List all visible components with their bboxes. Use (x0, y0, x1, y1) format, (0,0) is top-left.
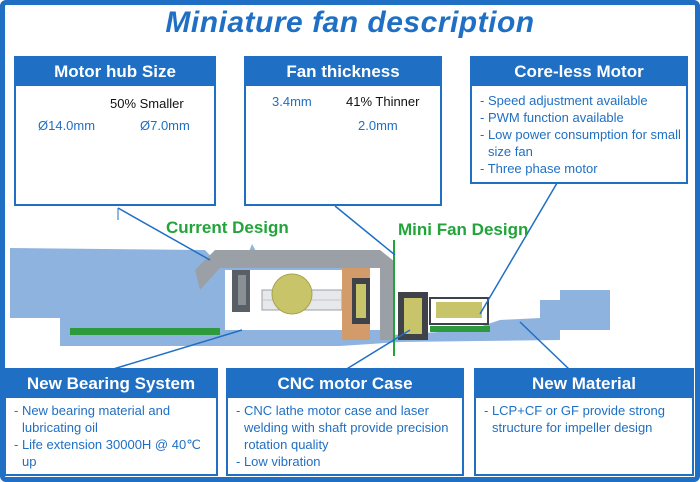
panel-header: Fan thickness (246, 58, 440, 86)
mini-thickness-label: 2.0mm (358, 118, 398, 133)
list-item: - Low vibration (236, 454, 321, 469)
motor-hub-panel: Motor hub Size (14, 56, 216, 206)
mini-diameter-label: Ø7.0mm (140, 118, 190, 133)
feature-list: - Speed adjustment available - PWM funct… (480, 92, 682, 177)
hub-ratio-label: 50% Smaller (110, 96, 184, 111)
list-item: - Low power consumption for small size f… (480, 127, 681, 159)
list-item: - Life extension 30000H @ 40℃ up (14, 437, 201, 469)
panel-header: New Material (476, 370, 692, 398)
hub-pointer-line (117, 207, 211, 261)
fan-thickness-panel: Fan thickness (244, 56, 442, 206)
panel-header: Motor hub Size (16, 58, 214, 86)
mini-stator-coil (436, 302, 482, 318)
thickness-ratio-label: 41% Thinner (346, 94, 420, 109)
thickness-pointer-line (334, 205, 396, 256)
list-item: - Three phase motor (480, 161, 598, 176)
coreless-motor-panel: Core-less Motor - Speed adjustment avail… (470, 56, 688, 184)
case-pointer-line (344, 329, 411, 371)
mini-magnet (404, 298, 422, 334)
page-title: Miniature fan description (165, 6, 535, 39)
new-material-panel: New Material - LCP+CF or GF provide stro… (474, 368, 694, 476)
pcb-current (70, 328, 220, 335)
pcb-mini (430, 326, 490, 332)
rotor-left-inner (238, 275, 246, 305)
list-item: - LCP+CF or GF provide strong structure … (484, 403, 665, 435)
current-design-label: Current Design (166, 218, 289, 237)
list-item: - Speed adjustment available (480, 93, 648, 108)
panel-header: Core-less Motor (472, 58, 686, 86)
magnet (271, 273, 313, 315)
list-item: - CNC lathe motor case and laser welding… (236, 403, 449, 452)
motor-pointer-line (479, 177, 561, 315)
list-item: - New bearing material and lubricating o… (14, 403, 171, 435)
current-diameter-label: Ø14.0mm (38, 118, 96, 133)
list-item: - PWM function available (480, 110, 624, 125)
feature-list: - CNC lathe motor case and laser welding… (236, 402, 458, 470)
panel-header: New Bearing System (6, 370, 216, 398)
mini-design-label: Mini Fan Design (398, 220, 529, 239)
large-cross-section (10, 177, 610, 371)
current-thickness-label: 3.4mm (272, 94, 312, 109)
bearing-pointer-line (109, 329, 243, 371)
bearing-coil (356, 284, 366, 318)
cnc-case-panel: CNC motor Case - CNC lathe motor case an… (226, 368, 464, 476)
feature-list: - LCP+CF or GF provide strong structure … (484, 402, 688, 436)
panel-header: CNC motor Case (228, 370, 462, 398)
material-pointer-line (519, 321, 571, 371)
motor-case (195, 250, 395, 340)
feature-list: - New bearing material and lubricating o… (14, 402, 212, 470)
bearing-system-panel: New Bearing System - New bearing materia… (4, 368, 218, 476)
